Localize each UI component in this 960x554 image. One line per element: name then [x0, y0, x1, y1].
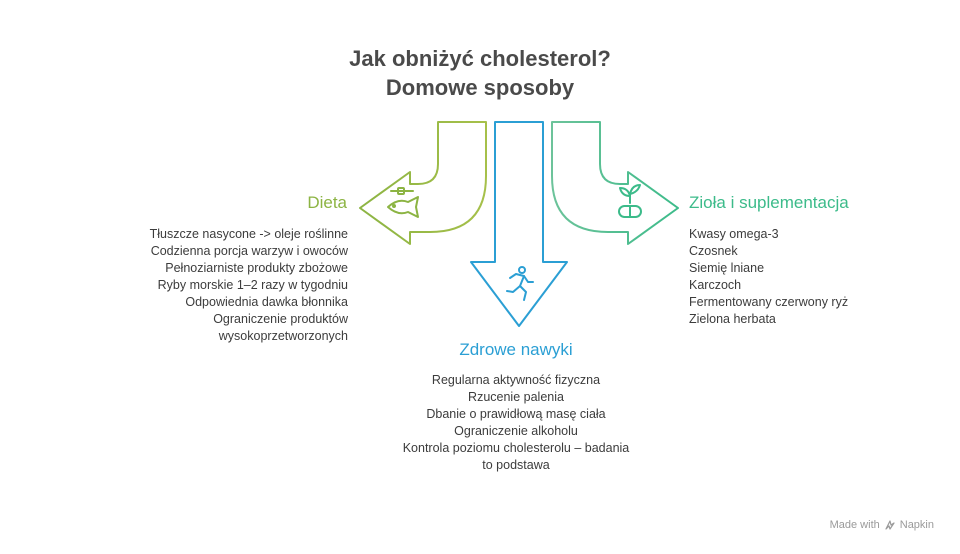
list-item: Siemię lniane: [689, 261, 765, 275]
list-item: wysokoprzetworzonych: [218, 329, 348, 343]
zdrowe-nawyki-arrow: [470, 121, 568, 327]
title-line-2: Domowe sposoby: [385, 75, 575, 100]
footer-watermark: Made with Napkin: [830, 519, 934, 531]
plant-pill-icon: [618, 184, 642, 218]
zdrowe-nawyki-list: Regularna aktywność fizyczna Rzucenie pa…: [0, 372, 960, 474]
list-item: Odpowiednia dawka błonnika: [185, 295, 348, 309]
list-item: Fermentowany czerwony ryż: [689, 295, 849, 309]
list-item: Kwasy omega-3: [689, 227, 779, 241]
napkin-logo-icon: [885, 520, 895, 530]
list-item: Dbanie o prawidłową masę ciała: [426, 407, 606, 421]
dieta-heading: Dieta: [307, 193, 347, 212]
fish-icon: [387, 187, 419, 218]
list-item: Ograniczenie alkoholu: [454, 424, 578, 438]
title-line-1: Jak obniżyć cholesterol?: [349, 46, 611, 71]
list-item: Ograniczenie produktów: [213, 312, 348, 326]
list-item: Regularna aktywność fizyczna: [431, 373, 601, 387]
list-item: Zielona herbata: [689, 312, 776, 326]
ziola-heading: Zioła i suplementacja: [689, 193, 849, 212]
dieta-list: Tłuszcze nasycone -> oleje roślinne Codz…: [150, 226, 348, 345]
list-item: Codzienna porcja warzyw i owoców: [150, 244, 348, 258]
zdrowe-nawyki-heading: Zdrowe nawyki: [459, 340, 573, 359]
dieta-arrow: [359, 121, 487, 245]
made-with-label: Made with: [829, 519, 880, 531]
list-item: Pełnoziarniste produkty zbożowe: [165, 261, 348, 275]
list-item: Kontrola poziomu cholesterolu – badania: [402, 441, 630, 455]
ziola-list: Kwasy omega-3 Czosnek Siemię lniane Karc…: [689, 226, 848, 328]
list-item: Ryby morskie 1–2 razy w tygodniu: [157, 278, 348, 292]
list-item: Rzucenie palenia: [468, 390, 564, 404]
list-item: to podstawa: [482, 458, 550, 472]
list-item: Karczoch: [689, 278, 742, 292]
napkin-brand: Napkin: [899, 519, 934, 531]
list-item: Tłuszcze nasycone -> oleje roślinne: [149, 227, 348, 241]
diagram-title: Jak obniżyć cholesterol? Domowe sposoby: [0, 44, 960, 102]
list-item: Czosnek: [689, 244, 738, 258]
running-person-icon: [506, 266, 534, 301]
ziola-arrow: [551, 121, 679, 245]
